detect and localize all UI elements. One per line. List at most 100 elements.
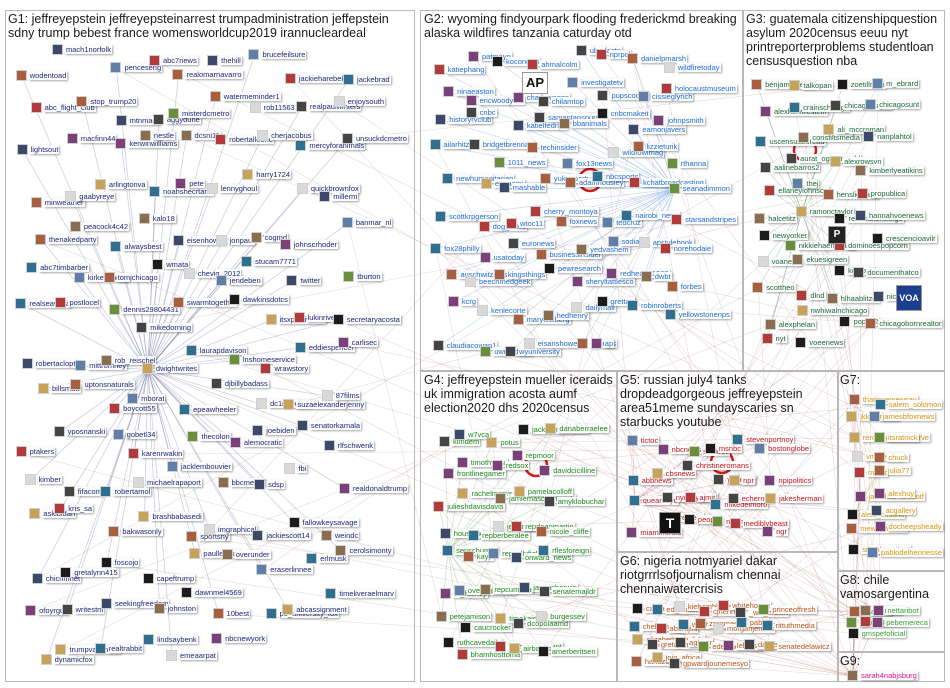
graph-node[interactable]: grettaa <box>596 295 635 307</box>
graph-node[interactable]: seekingfreedom <box>100 597 170 609</box>
graph-node[interactable]: businessinsider <box>535 248 603 260</box>
graph-node[interactable]: kimberlyeatikins <box>855 164 924 176</box>
graph-node[interactable]: jojo_africa <box>651 652 701 664</box>
graph-node[interactable]: euronews <box>507 238 556 250</box>
graph-node[interactable]: quickbrownfox <box>296 183 360 195</box>
graph-node[interactable]: chevig_2012 <box>183 267 242 279</box>
graph-node[interactable]: techinsider <box>526 142 578 154</box>
graph-node[interactable]: cissieglynch <box>638 91 694 103</box>
graph-node[interactable]: davidcicilline <box>539 465 597 477</box>
graph-node[interactable]: fbi <box>284 462 308 474</box>
graph-node[interactable]: dcopolaamd <box>513 618 570 630</box>
graph-node[interactable]: npipolitics <box>764 475 813 487</box>
graph-node[interactable]: realtrabbit <box>94 642 144 654</box>
graph-node[interactable]: alemocratic <box>229 437 284 449</box>
graph-node[interactable]: lennyghoul <box>206 182 259 194</box>
graph-node[interactable]: sarah4nabjsburg <box>846 670 918 681</box>
graph-node[interactable]: wildfowlmag <box>608 147 665 159</box>
graph-node[interactable]: wrawstory <box>260 363 310 375</box>
graph-node[interactable]: tictoc <box>626 435 660 447</box>
graph-node[interactable]: ruthcavedaily <box>443 636 503 648</box>
graph-node[interactable]: yellowstonenps <box>664 308 731 320</box>
graph-node[interactable]: aalinebarros2 <box>760 162 821 174</box>
graph-node[interactable]: starsandstripes <box>671 214 737 226</box>
graph-node[interactable]: alexrowsvn <box>830 155 883 167</box>
graph-node[interactable]: swarmtogether <box>172 297 238 309</box>
graph-node[interactable]: danaberraelee <box>545 423 609 435</box>
graph-node[interactable]: minweather <box>30 196 85 208</box>
graph-node[interactable]: robertamol <box>100 485 152 497</box>
graph-node[interactable]: rob11563 <box>249 102 296 114</box>
graph-node[interactable]: usnews <box>576 338 617 350</box>
graph-node[interactable]: yposnanski <box>53 426 107 438</box>
graph-node[interactable]: jakesherman <box>764 493 823 505</box>
graph-node[interactable]: weindc <box>320 530 360 542</box>
graph-node[interactable]: joebiden <box>252 424 296 436</box>
graph-node[interactable]: jendeben <box>215 274 262 286</box>
graph-node[interactable]: holocaustmuseum <box>660 82 737 94</box>
graph-node[interactable]: dailymail <box>571 301 616 313</box>
graph-node[interactable]: w7vca <box>453 429 491 441</box>
graph-node[interactable]: macfinn44 <box>66 132 117 144</box>
graph-node[interactable]: realomarnavarro <box>172 69 243 81</box>
graph-node[interactable]: billsmatt <box>37 382 81 394</box>
graph-node[interactable]: suzaelexanderjenny <box>283 399 366 411</box>
graph-node[interactable]: wildfiretoday <box>663 62 721 74</box>
graph-node[interactable]: whitehouse <box>718 600 772 612</box>
graph-node[interactable]: lizzieturik <box>632 141 679 153</box>
graph-node[interactable]: amyklobuchar <box>543 495 606 507</box>
graph-node[interactable]: rlfschwenk <box>323 440 375 452</box>
graph-node[interactable]: quearsaye <box>628 494 679 506</box>
graph-node[interactable]: ellaneylohnson <box>764 184 830 196</box>
graph-node[interactable]: acgallery <box>871 505 917 517</box>
graph-node[interactable]: m_ebrard <box>872 77 920 89</box>
graph-node[interactable]: mediblybeast <box>729 518 789 530</box>
graph-node[interactable]: petejamison <box>435 611 492 622</box>
graph-node[interactable]: historyrvclub <box>435 114 493 125</box>
graph-node[interactable]: erlmusk <box>306 552 348 564</box>
graph-node[interactable]: julieshdavisdavis <box>433 500 505 512</box>
graph-node[interactable]: ramonctaylor <box>795 206 855 218</box>
graph-node[interactable]: ap <box>590 338 615 350</box>
graph-node[interactable]: djbillybadass <box>210 378 269 390</box>
graph-node[interactable]: johnston <box>153 602 197 614</box>
graph-node[interactable]: crescencioavilr <box>872 232 937 244</box>
graph-node[interactable]: norehodaie <box>659 243 713 255</box>
graph-node[interactable]: bridgetbrennan <box>468 138 535 150</box>
graph-node[interactable]: senschumer <box>442 544 498 556</box>
graph-node[interactable]: laurapdavison <box>185 345 248 357</box>
graph-node[interactable]: sdsp <box>254 478 285 490</box>
graph-node[interactable]: rthanna <box>666 158 708 170</box>
graph-node[interactable]: ali_mccroman <box>823 123 886 135</box>
graph-node[interactable]: johnscrhoder <box>279 238 339 250</box>
graph-node[interactable]: eisanshower <box>523 338 581 350</box>
graph-node[interactable]: bbcmedia <box>217 476 266 488</box>
graph-node[interactable]: brashbabasedi <box>138 511 203 523</box>
graph-node[interactable]: davkendlin <box>743 639 795 651</box>
graph-node[interactable]: yamiche <box>713 473 757 485</box>
graph-node[interactable]: jackebrad <box>343 73 391 85</box>
graph-node[interactable]: echerneff <box>727 492 774 504</box>
graph-node[interactable]: watermeminder1 <box>209 91 281 103</box>
graph-node[interactable]: mikedorning <box>136 321 193 333</box>
graph-node[interactable]: mtnmady <box>115 115 162 126</box>
graph-node[interactable]: realdonaldtrump <box>338 482 409 494</box>
graph-node[interactable]: jonpaul <box>215 235 255 247</box>
graph-node[interactable]: apstylebook <box>638 236 694 248</box>
graph-node[interactable]: eamonjavers <box>628 124 687 136</box>
graph-node[interactable]: senatorkamala <box>296 420 362 432</box>
graph-node[interactable]: penceseng <box>110 62 163 74</box>
graph-node[interactable]: fox13news <box>562 158 613 170</box>
graph-node[interactable]: brucefeilsure <box>248 49 307 61</box>
graph-node[interactable]: onward_news <box>510 552 573 564</box>
graph-node[interactable]: hlhaablitzer <box>826 293 881 305</box>
graph-node[interactable]: dawkinsdotcs <box>228 294 289 306</box>
graph-node[interactable]: foxnews <box>555 215 599 227</box>
graph-node[interactable]: ericwoodyard <box>465 94 526 106</box>
graph-node[interactable]: ngr <box>762 525 788 537</box>
graph-node[interactable]: robertaclopt <box>21 358 77 370</box>
graph-node[interactable]: cjhennes <box>699 606 745 618</box>
graph-node[interactable]: christineromans <box>681 459 750 471</box>
graph-node[interactable]: mikedelmoro <box>710 498 769 510</box>
graph-node[interactable]: chicrimnet <box>31 572 82 584</box>
